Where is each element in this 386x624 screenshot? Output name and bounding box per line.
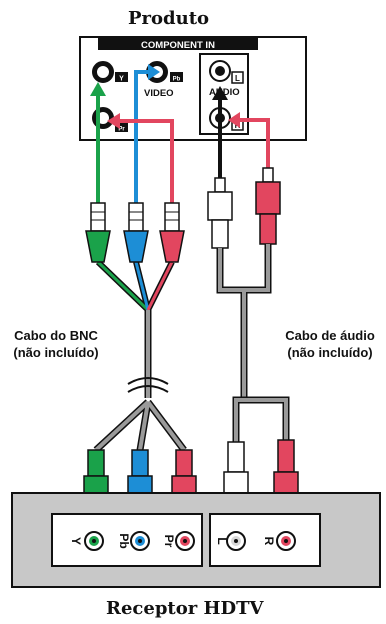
- bnc-plug-green: [85, 202, 111, 263]
- bnc-plug-red: [159, 202, 185, 263]
- receiver-y-label: Y: [69, 537, 83, 545]
- pink-arrow-icon: [228, 112, 240, 128]
- connection-arrows: [90, 64, 270, 203]
- audio-plug-white-top: [207, 177, 233, 249]
- jack-l-label: L: [235, 74, 240, 83]
- red-arrow-icon: [107, 113, 120, 129]
- blue-arrow-icon: [148, 64, 160, 80]
- jack-y-label: Y: [119, 76, 124, 83]
- audio-cable-label: Cabo de áudio (não incluído): [276, 327, 384, 361]
- receiver-jack-pr[interactable]: Pr: [162, 531, 195, 551]
- receiver-l-label: L: [215, 537, 229, 544]
- audio-cable: [207, 167, 299, 515]
- audio-cable-label-line2: (não incluído): [287, 345, 373, 360]
- receiver-pb-label: Pb: [117, 533, 131, 548]
- receiver-pr-label: Pr: [162, 535, 176, 548]
- audio-cable-label-line1: Cabo de áudio: [285, 328, 375, 343]
- audio-label: AUDIO: [209, 87, 240, 98]
- receiver-jack-pb[interactable]: Pb: [117, 531, 150, 551]
- bnc-plug-blue: [123, 202, 149, 263]
- product-title: Produto: [128, 8, 210, 29]
- product-jack-l[interactable]: L: [209, 60, 244, 84]
- hdtv-receiver: Y Pb Pr L R: [11, 492, 381, 588]
- component-in-header: COMPONENT IN: [141, 40, 215, 51]
- black-arrow-icon: [212, 86, 228, 100]
- receiver-jack-l[interactable]: L: [215, 531, 246, 551]
- bnc-cable-label-line2: (não incluído): [13, 345, 99, 360]
- video-label: VIDEO: [144, 88, 174, 99]
- audio-plug-red-top: [255, 167, 281, 245]
- receiver-jack-r[interactable]: R: [262, 531, 296, 551]
- product-jack-y[interactable]: Y: [92, 61, 129, 83]
- receiver-title: Receptor HDTV: [106, 598, 264, 619]
- receiver-r-label: R: [262, 537, 276, 546]
- green-arrow-icon: [90, 82, 106, 96]
- bnc-cable-label: Cabo do BNC (não incluído): [4, 327, 108, 361]
- bnc-cable-label-line1: Cabo do BNC: [14, 328, 98, 343]
- bnc-cable: [83, 202, 197, 515]
- jack-pb-label: Pb: [173, 77, 181, 83]
- receiver-jack-y[interactable]: Y: [69, 531, 104, 551]
- jack-pr-label: Pr: [118, 127, 125, 133]
